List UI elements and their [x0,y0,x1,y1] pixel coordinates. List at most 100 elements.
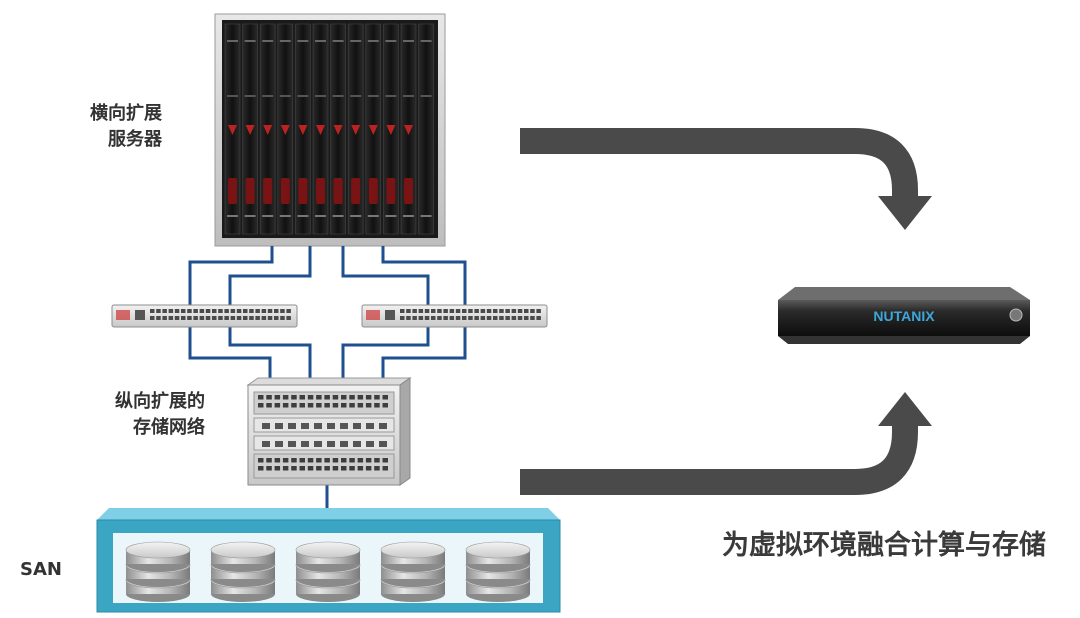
port [286,316,291,320]
port [353,441,361,447]
port [468,309,473,313]
port [480,309,486,313]
blade [277,23,294,235]
port [316,466,322,471]
port [443,316,448,320]
port [282,395,289,400]
port [505,309,510,313]
port [340,423,348,429]
port [314,423,322,429]
scale-up-label-line1: 纵向扩展的 [115,391,205,412]
port [536,309,541,313]
port [366,441,374,447]
port [424,316,430,320]
san-storage-array [96,508,561,613]
port [443,309,448,313]
port [365,466,372,471]
port [174,309,180,313]
port [282,466,289,471]
fabric-switch-left [111,304,298,328]
scale-out-servers-label: 横向扩展 服务器 [40,101,162,153]
port [341,466,347,471]
port [374,458,380,463]
port [261,309,267,313]
port [299,466,305,471]
port [324,403,330,408]
port [517,316,523,320]
port [236,316,242,320]
port [530,309,535,313]
port [280,316,285,320]
port [357,403,364,408]
port [341,395,347,400]
port [374,466,380,471]
disk-stack-icon [210,541,276,602]
port [486,309,492,313]
port [181,316,186,320]
blade [365,23,382,235]
port [282,458,289,463]
nutanix-appliance: NUTANIX [778,287,1030,344]
port [274,458,281,463]
port [314,441,322,447]
port [236,309,242,313]
port [299,458,305,463]
port [255,309,260,313]
port [349,466,355,471]
switch-to-director-cables [188,325,467,382]
port [249,309,254,313]
port [274,309,279,313]
port [224,316,229,320]
port [332,458,339,463]
port [193,309,198,313]
port [418,309,424,313]
port [262,441,270,447]
blade [224,23,241,235]
port [449,316,455,320]
port [230,309,236,313]
port [524,309,529,313]
port [224,309,229,313]
port [307,466,314,471]
port [291,458,297,463]
port [274,466,281,471]
port [511,309,517,313]
port [307,403,314,408]
fabric-switch-right [361,304,548,328]
port [332,466,339,471]
disk-stack-icon [125,541,191,602]
port [212,309,217,313]
port [357,395,364,400]
port [307,458,314,463]
port [258,403,264,408]
port [382,458,388,463]
port [299,395,305,400]
port [243,316,248,320]
port [291,395,297,400]
nutanix-logo: NUTANIX [873,308,935,324]
port [349,395,355,400]
port [230,316,236,320]
blade [330,23,346,235]
port [374,395,380,400]
port [418,316,424,320]
port [449,309,455,313]
port [243,309,248,313]
disk-stack-icon [380,541,446,602]
port [493,316,498,320]
port [400,316,405,320]
port [431,316,436,320]
port [212,316,217,320]
blade [312,23,329,235]
port [462,316,467,320]
port [406,316,411,320]
port [258,458,264,463]
port [366,423,374,429]
scale-out-label-line2: 服务器 [108,129,162,150]
port [275,441,283,447]
port [327,441,335,447]
port [174,316,180,320]
port [280,309,285,313]
port [382,395,388,400]
